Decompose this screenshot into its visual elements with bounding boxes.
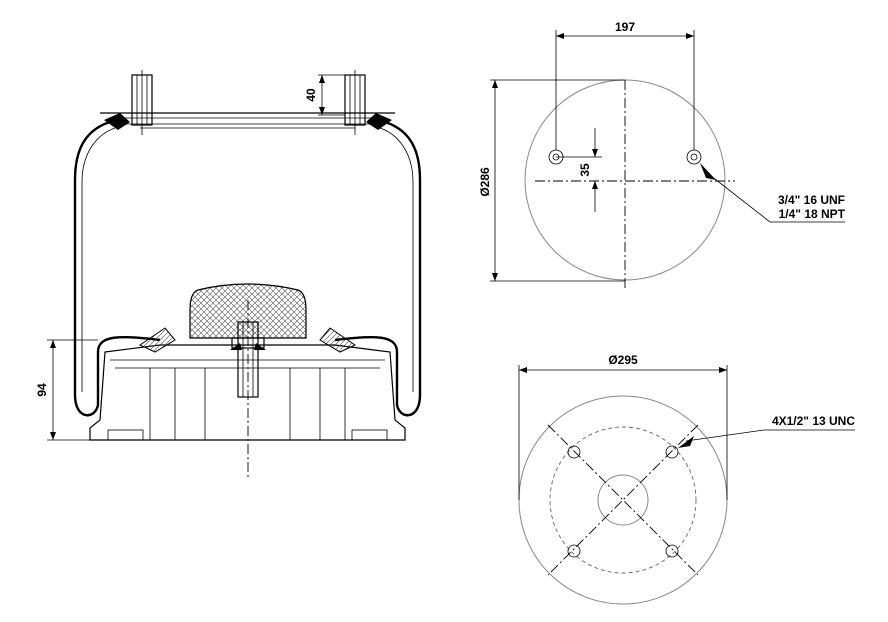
bump-stop <box>189 283 307 339</box>
top-width-dimension: 197 <box>555 20 695 150</box>
left-mounting-stud <box>131 70 153 135</box>
side-view: 40 94 <box>35 70 422 478</box>
piston-bolts-label: 4X1/2" 13 UNC <box>772 414 855 428</box>
top-diameter-dimension: Ø286 <box>478 79 625 282</box>
bracket-height-dimension: 40 <box>304 74 345 116</box>
bolt-holes <box>567 445 679 558</box>
top-width-label: 197 <box>615 20 635 34</box>
piston-height-dimension: 94 <box>35 339 98 441</box>
port-callout: 3/4" 16 UNF 1/4" 18 NPT <box>700 163 846 223</box>
top-bead-plate <box>100 112 395 130</box>
center-hole <box>597 474 649 526</box>
bracket-height-label: 40 <box>304 88 318 102</box>
piston <box>89 327 406 441</box>
bolt-callout: 4X1/2" 13 UNC <box>678 414 855 448</box>
top-diameter-label: Ø286 <box>478 167 492 197</box>
right-port <box>686 149 702 165</box>
port-thread-1-label: 3/4" 16 UNF <box>778 193 845 207</box>
port-offset-label: 35 <box>578 163 592 177</box>
bottom-diameter-label: Ø295 <box>608 353 638 367</box>
port-thread-2-label: 1/4" 18 NPT <box>779 207 846 221</box>
bellows-outer <box>73 120 161 417</box>
piston-height-label: 94 <box>35 383 49 397</box>
bottom-diameter-dimension: Ø295 <box>518 353 728 500</box>
bolt-circle <box>549 426 697 574</box>
bottom-view: Ø295 4X1/2" 13 UNC <box>518 353 855 605</box>
top-view: 197 Ø286 35 3/4" 16 UNF 1/4" 18 NPT <box>478 20 846 290</box>
port-offset-dimension: 35 <box>556 128 602 212</box>
right-mounting-stud <box>344 70 366 135</box>
